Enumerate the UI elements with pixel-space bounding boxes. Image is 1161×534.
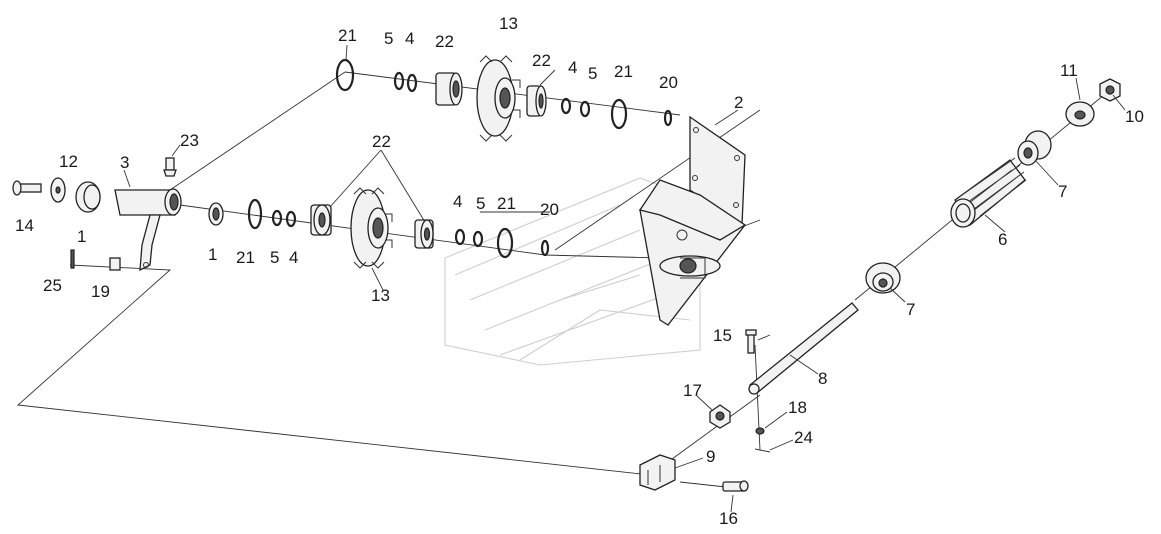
callout-19: 19 [91,282,110,301]
callout-13-top: 13 [499,14,518,33]
callout-6: 6 [998,230,1007,249]
bracket-plate-2 [639,115,747,326]
callout-leaders [123,44,1126,513]
callout-14: 14 [15,216,34,235]
callout-16: 16 [719,509,738,528]
callout-2: 2 [734,93,743,112]
callout-25: 25 [43,276,62,295]
upper-washer-4b [560,97,572,115]
callout-21-upper-right: 21 [614,62,633,81]
callout-21-lower-right: 21 [497,194,516,213]
grease-fitting-23 [163,157,177,177]
callout-3: 3 [120,153,129,172]
callout-5-top: 5 [384,29,393,48]
callout-22-middle: 22 [372,132,391,151]
spring-seat-7a [1017,130,1052,166]
bushing-1a [75,181,101,213]
callout-4-top: 4 [405,29,414,48]
callout-5-lower-right: 5 [476,194,485,213]
arm-3 [114,188,182,272]
bushing-1b [208,202,224,226]
callout-15: 15 [713,326,732,345]
callout-18: 18 [788,398,807,417]
callout-labels: 21 5 4 22 13 22 4 5 21 20 2 11 10 23 12 … [15,14,1144,528]
upper-washer-5b [579,100,591,118]
callout-17: 17 [683,381,702,400]
callout-23: 23 [180,131,199,150]
snap-ring-21d [496,227,514,259]
callout-5-upper-right: 5 [588,64,597,83]
callout-4-upper-right: 4 [568,58,577,77]
washer-5c [271,209,283,227]
upper-sprocket-13 [476,55,521,142]
bearing-22c [310,204,332,236]
callout-9: 9 [706,447,715,466]
washer-18 [755,427,765,435]
callout-12: 12 [59,152,78,171]
bolt-14 [12,180,42,196]
callout-21-top: 21 [338,26,357,45]
pin-16 [722,480,749,492]
callout-11: 11 [1060,61,1078,80]
washer-12 [50,177,66,203]
upper-washer-5 [393,71,405,91]
callout-4-lower-left: 4 [289,248,298,267]
snap-ring-21c [247,198,263,230]
washer-5d [472,230,484,248]
washer-11 [1065,101,1095,127]
washer-4d [454,228,466,246]
callout-5-lower-left: 5 [270,248,279,267]
clevis-9 [639,454,676,491]
upper-bearing-22b [526,85,547,117]
upper-bearing-22 [435,72,463,106]
callout-8: 8 [818,369,827,388]
callout-20-upper: 20 [659,73,678,92]
callout-10: 10 [1125,107,1144,126]
upper-snap-ring-21b [610,98,628,130]
rod-8 [748,302,859,395]
callout-1-left: 1 [77,227,86,246]
callout-4-lower-right: 4 [453,192,462,211]
callout-22-top: 22 [435,32,454,51]
cotter-pin-25 [70,249,75,269]
spring-6 [950,157,1027,228]
callout-7-upper: 7 [1058,182,1067,201]
callout-21-lower-left: 21 [236,248,255,267]
callout-7-lower: 7 [906,300,915,319]
nut-17 [709,404,731,429]
upper-snap-ring-21 [335,58,355,92]
nut-19 [109,257,121,271]
sprocket-13b [350,187,393,269]
ring-20b [540,239,550,257]
callout-13-lower: 13 [371,286,390,305]
callout-1-middle: 1 [208,245,217,264]
nut-10 [1099,78,1121,102]
callout-24: 24 [794,428,813,447]
callout-20-lower: 20 [540,200,559,219]
washer-4c [285,210,297,228]
bearing-22d [414,219,434,249]
pin-15 [745,329,757,354]
spring-seat-7b [865,262,901,294]
upper-washer-4 [406,73,418,93]
pin-24 [754,448,771,453]
upper-ring-20 [663,109,673,127]
callout-22-upper-right: 22 [532,51,551,70]
